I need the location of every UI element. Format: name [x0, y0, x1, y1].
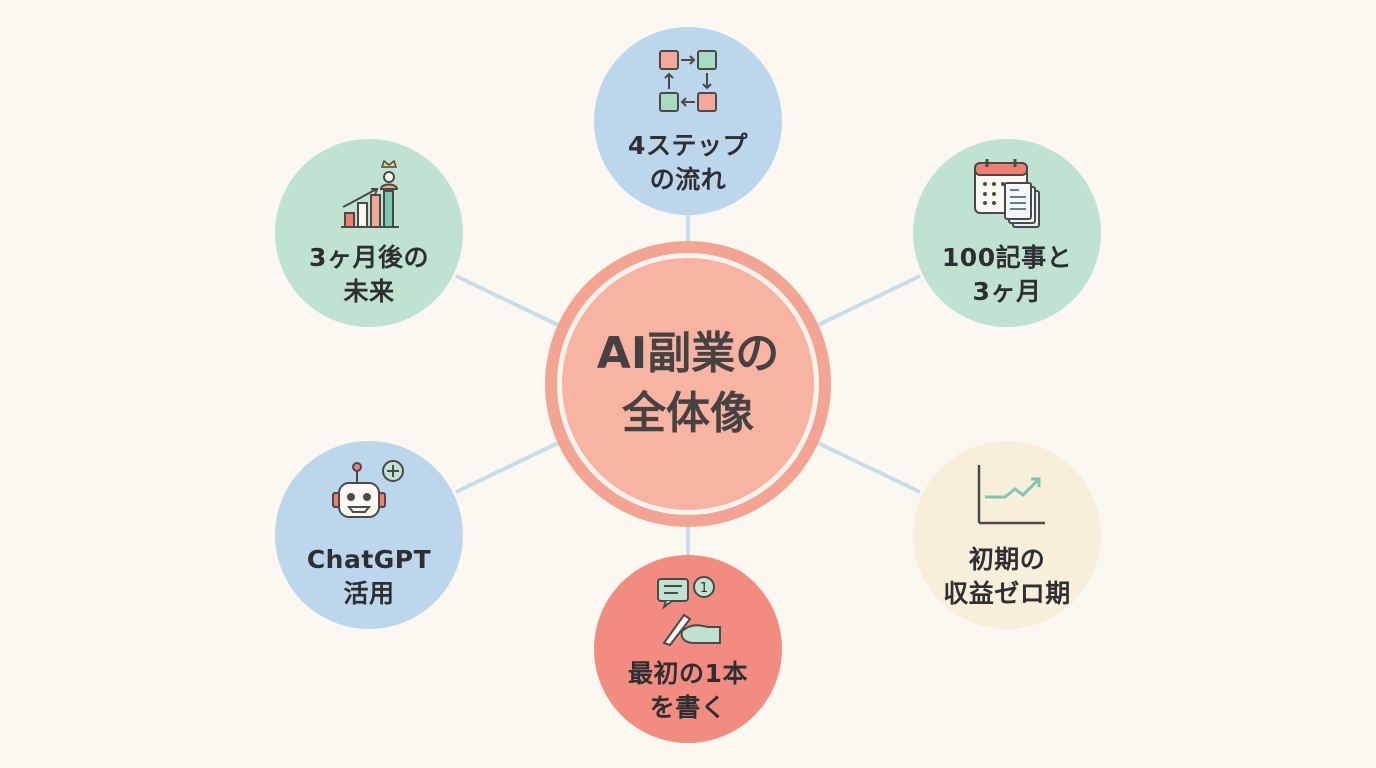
node-articles-label: 100記事と 3ヶ月: [941, 243, 1073, 306]
svg-text:1: 1: [700, 581, 708, 596]
connector-articles: [817, 274, 921, 327]
success-bar-chart-icon: [319, 157, 419, 233]
node-articles: 100記事と 3ヶ月: [913, 139, 1101, 327]
node-chatgpt-label: ChatGPT 活用: [306, 545, 432, 608]
node-steps: 4ステップ の流れ: [594, 27, 782, 215]
connector-zero: [817, 441, 921, 494]
robot-icon: [319, 459, 419, 535]
node-zero: 初期の 収益ゼロ期: [913, 441, 1101, 629]
node-first-label: 最初の1本 を書く: [628, 659, 748, 722]
node-future: 3ヶ月後の 未来: [275, 139, 463, 327]
node-future-label: 3ヶ月後の 未来: [309, 243, 429, 306]
connector-chatgpt: [455, 441, 559, 494]
node-zero-label: 初期の 収益ゼロ期: [943, 545, 1071, 608]
calendar-documents-icon: [957, 157, 1057, 233]
center-node: AI副業の 全体像: [557, 253, 819, 515]
flow-steps-icon: [638, 45, 738, 121]
node-first: 1 最初の1本 を書く: [594, 555, 782, 743]
node-chatgpt: ChatGPT 活用: [275, 441, 463, 629]
growth-chart-icon: [957, 459, 1057, 535]
node-steps-label: 4ステップ の流れ: [628, 131, 748, 194]
center-title: AI副業の 全体像: [596, 328, 780, 439]
writing-hand-icon: 1: [638, 573, 738, 649]
connector-future: [455, 274, 559, 327]
